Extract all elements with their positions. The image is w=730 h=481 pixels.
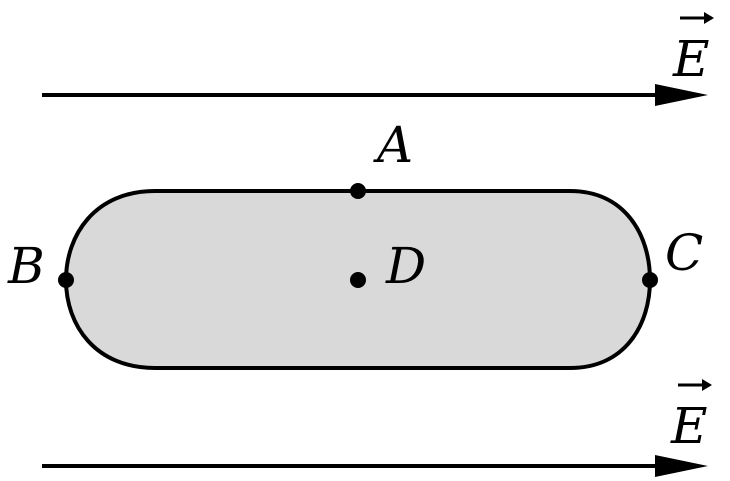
point-d-dot — [350, 272, 366, 288]
field-label-top: E — [672, 12, 714, 88]
point-a-dot — [350, 183, 366, 199]
field-line-top — [42, 84, 708, 106]
point-b-dot — [58, 272, 74, 288]
arrowhead-bottom — [655, 455, 708, 477]
point-c-dot — [642, 272, 658, 288]
field-symbol-top: E — [672, 30, 710, 88]
point-c-label: C — [665, 224, 703, 282]
field-label-bottom: E — [670, 379, 712, 455]
point-a-label: A — [373, 116, 413, 174]
point-d-label: D — [385, 237, 426, 295]
arrowhead-top — [655, 84, 708, 106]
point-b-label: B — [7, 237, 45, 295]
field-symbol-bottom: E — [670, 397, 708, 455]
field-line-bottom — [42, 455, 708, 477]
